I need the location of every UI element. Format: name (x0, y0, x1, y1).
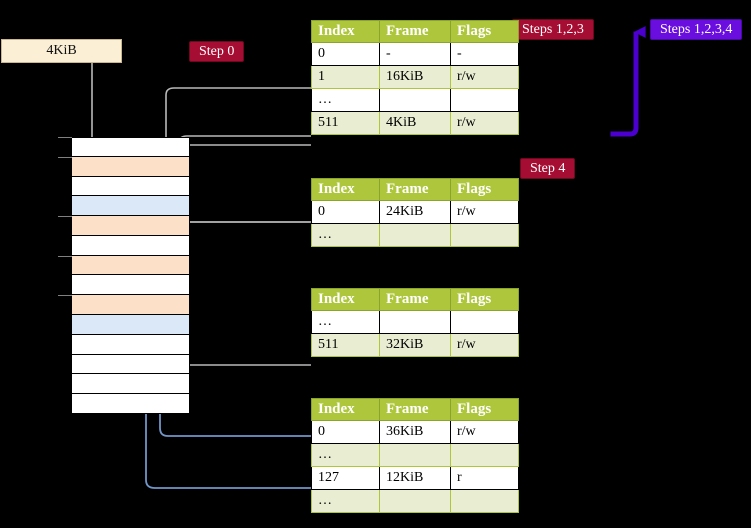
badge-step-0: Step 0 (189, 41, 245, 62)
column-header-index: Index (311, 178, 380, 201)
kib-box: 4KiB (1, 39, 122, 63)
memory-frame-row (71, 394, 190, 414)
cell-frame (379, 443, 451, 467)
column-header-index: Index (311, 288, 380, 311)
table-row: … (311, 223, 519, 247)
badge-step-4: Step 4 (520, 158, 576, 179)
memory-frame-row (71, 275, 190, 296)
memory-frame-row (71, 235, 190, 256)
table-row: … (311, 443, 519, 467)
column-header-index: Index (311, 20, 380, 43)
cell-frame (379, 88, 451, 112)
badge-steps-123-label: Steps 1,2,3 (522, 21, 584, 37)
cell-frame: 24KiB (379, 200, 451, 224)
cell-index: … (311, 88, 380, 112)
cell-flags: r/w (450, 65, 519, 89)
cell-frame: - (379, 42, 451, 66)
memory-tick-mark (58, 255, 72, 257)
cell-flags: r/w (450, 111, 519, 135)
cell-index: … (311, 310, 380, 334)
cell-index: 1 (311, 65, 380, 89)
memory-frame-row (71, 216, 190, 236)
cell-index: … (311, 489, 380, 513)
table-row: 0-- (311, 42, 519, 66)
badge-step-0-label: Step 0 (199, 43, 235, 59)
kib-box-label: 4KiB (46, 43, 77, 58)
badge-step-4-label: Step 4 (530, 160, 566, 176)
cell-frame (379, 223, 451, 247)
cell-frame (379, 310, 451, 334)
cell-flags: - (450, 42, 519, 66)
column-header-flags: Flags (450, 178, 519, 201)
memory-frame-row (71, 255, 190, 276)
memory-frame-row (71, 374, 190, 395)
cell-index: 0 (311, 200, 380, 224)
cell-frame: 4KiB (379, 111, 451, 135)
table-row: … (311, 88, 519, 112)
badge-steps-123: Steps 1,2,3 (512, 19, 594, 40)
column-header-frame: Frame (379, 20, 451, 43)
cell-flags (450, 310, 519, 334)
memory-tick-mark (58, 137, 72, 138)
memory-frame-row (71, 137, 190, 157)
memory-tick-mark (58, 156, 72, 158)
column-header-flags: Flags (450, 20, 519, 43)
cell-frame: 32KiB (379, 333, 451, 357)
column-header-index: Index (311, 398, 380, 421)
column-header-flags: Flags (450, 398, 519, 421)
memory-frame-row (71, 354, 190, 375)
cell-index: 511 (311, 333, 380, 357)
cell-index: 0 (311, 420, 380, 444)
column-header-frame: Frame (379, 398, 451, 421)
cell-index: 0 (311, 42, 380, 66)
cell-index: … (311, 223, 380, 247)
cell-index: 511 (311, 111, 380, 135)
memory-frame-row (71, 334, 190, 355)
cell-frame: 16KiB (379, 65, 451, 89)
memory-frame-row (71, 156, 190, 177)
memory-frame-row (71, 295, 190, 316)
memory-frame-row (71, 196, 190, 217)
column-header-frame: Frame (379, 178, 451, 201)
memory-frame-row (71, 315, 190, 335)
cell-flags: r/w (450, 333, 519, 357)
physical-memory-column (71, 137, 190, 414)
badge-steps-1234-label: Steps 1,2,3,4 (660, 21, 733, 37)
cell-flags (450, 223, 519, 247)
badge-steps-1234: Steps 1,2,3,4 (650, 19, 743, 40)
memory-frame-row (71, 176, 190, 197)
column-header-flags: Flags (450, 288, 519, 311)
column-header-frame: Frame (379, 288, 451, 311)
cell-frame: 36KiB (379, 420, 451, 444)
cell-flags (450, 489, 519, 513)
table-row: … (311, 310, 519, 334)
cell-flags: r/w (450, 420, 519, 444)
cell-flags (450, 443, 519, 467)
memory-tick-mark (58, 216, 72, 218)
cell-frame (379, 489, 451, 513)
cell-index: … (311, 443, 380, 467)
cell-frame: 12KiB (379, 466, 451, 490)
cell-index: 127 (311, 466, 380, 490)
memory-tick-mark (58, 295, 72, 297)
cell-flags: r/w (450, 200, 519, 224)
cell-flags (450, 88, 519, 112)
cell-flags: r (450, 466, 519, 490)
table-row: … (311, 489, 519, 513)
